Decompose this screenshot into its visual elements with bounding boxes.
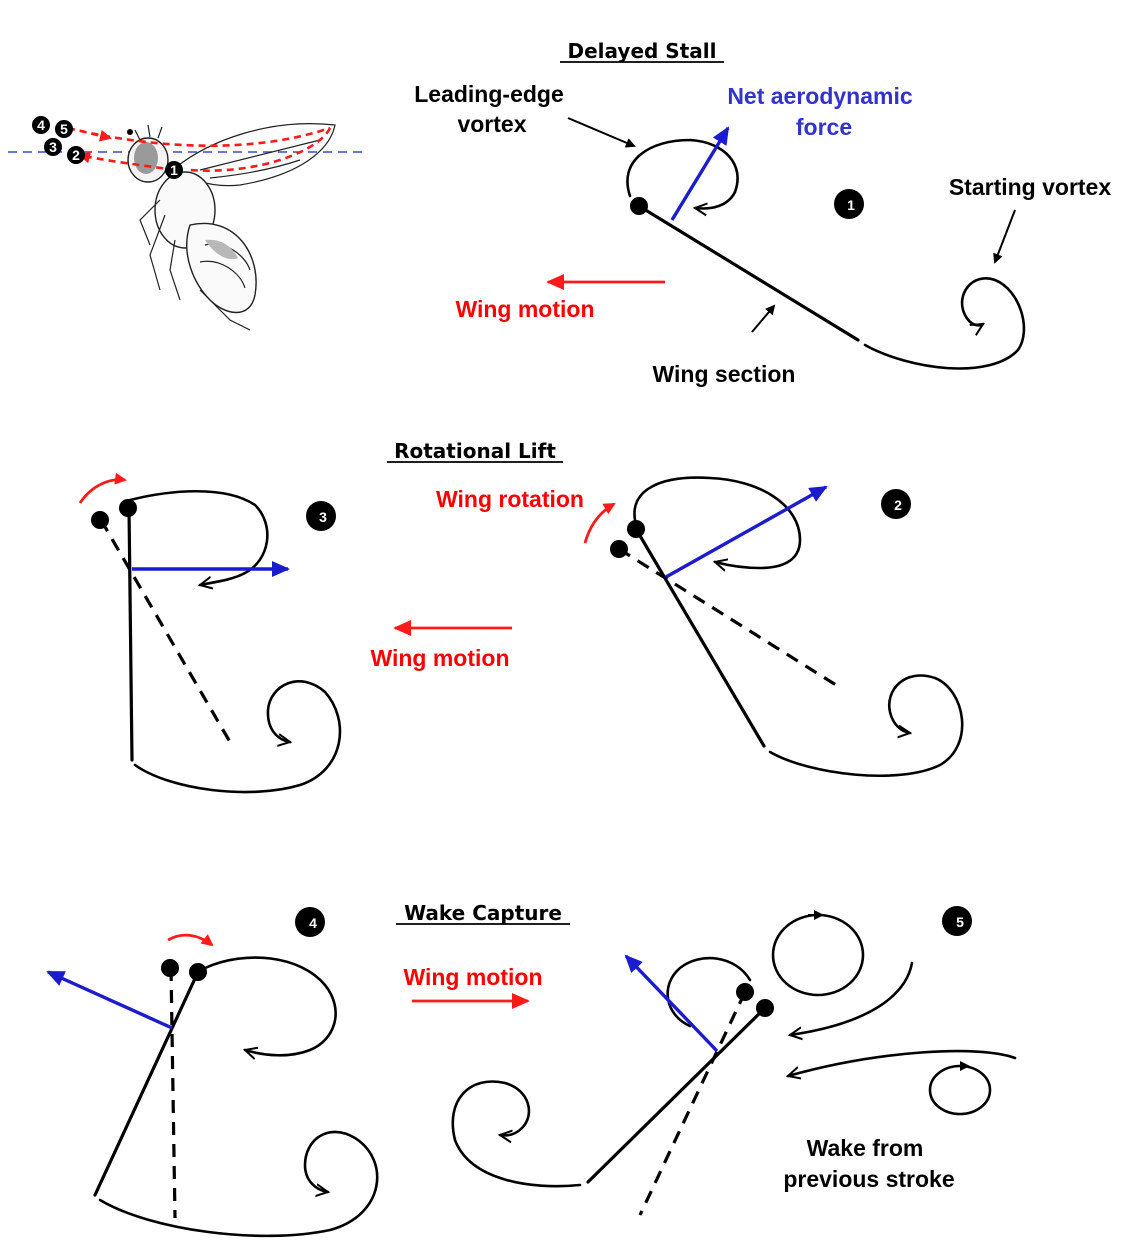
svg-text:3: 3 [49, 139, 57, 155]
svg-text:4: 4 [309, 915, 317, 931]
wing-section-2 [636, 529, 764, 746]
svg-text:1: 1 [170, 162, 178, 178]
wake-flow-upper [790, 963, 912, 1035]
leading-edge-vortex-loop [627, 140, 737, 208]
fly-badge-4: 4 [32, 116, 50, 134]
wake-vortex-lower [930, 1066, 990, 1114]
vortex-5-left [453, 1082, 580, 1187]
svg-text:1: 1 [847, 197, 855, 213]
starting-vortex-3 [135, 681, 340, 792]
badge-1: 1 [834, 189, 864, 219]
label-wing-section: Wing section [653, 361, 796, 387]
label-wake-1: Wake from [807, 1135, 924, 1161]
svg-text:5: 5 [60, 121, 68, 137]
fly-abdomen [187, 223, 256, 312]
badge-2: 2 [881, 489, 911, 519]
force-arrow-4 [48, 972, 172, 1028]
force-arrow-5 [626, 956, 717, 1051]
prior-wing-position-4 [171, 968, 175, 1218]
panel-wake-capture: Wake Capture 4 Wing motion 5 Wake from p… [48, 901, 1015, 1236]
starting-vortex-4 [100, 1132, 377, 1236]
rotation-arrow-3 [80, 480, 125, 503]
label-wing-rotation: Wing rotation [436, 486, 584, 512]
svg-text:2: 2 [894, 497, 902, 513]
badge-5: 5 [942, 906, 972, 936]
svg-text:2: 2 [72, 147, 80, 163]
label-net-force-1: Net aerodynamic [727, 83, 913, 109]
label-wing-motion-3: Wing motion [403, 964, 542, 990]
wing-section-5 [588, 1008, 765, 1182]
label-net-force-2: force [796, 114, 852, 140]
label-wake-2: previous stroke [783, 1166, 954, 1192]
fly-badge-3: 3 [44, 138, 62, 156]
starting-vortex-spiral [865, 278, 1024, 368]
prior-wing-position-2 [619, 549, 836, 685]
label-wing-motion-1: Wing motion [455, 296, 594, 322]
svg-text:5: 5 [956, 914, 964, 930]
panel-rotational-lift: Rotational Lift 3 Wing motion Wing rotat… [80, 439, 962, 792]
badge-3: 3 [306, 501, 336, 531]
wing-section-line [639, 206, 858, 340]
title-wake-capture: Wake Capture [404, 901, 562, 925]
leading-edge-dot [630, 197, 648, 215]
wing-section-4 [95, 972, 198, 1195]
leading-edge-vortex-3 [130, 491, 267, 585]
fly-badge-5: 5 [55, 120, 73, 138]
fly-badge-1: 1 [165, 161, 183, 179]
label-starting-vortex: Starting vortex [949, 174, 1112, 200]
rotation-arrow-4 [168, 935, 212, 945]
force-arrow-2 [666, 487, 826, 577]
label-leading-edge-vortex-1: Leading-edge [414, 81, 564, 107]
label-wing-motion-2: Wing motion [370, 645, 509, 671]
fly-eye [134, 142, 158, 174]
rotation-arrow-2 [585, 504, 614, 543]
svg-text:3: 3 [319, 509, 327, 525]
title-delayed-stall: Delayed Stall [568, 39, 717, 63]
badge-4: 4 [295, 907, 325, 937]
leading-edge-vortex-2 [634, 478, 800, 568]
label-leading-edge-vortex-2: vortex [457, 111, 526, 137]
wing-section-3 [129, 508, 132, 760]
leading-edge-vortex-4 [205, 958, 336, 1056]
fly-illustration: 4 5 3 2 1 [8, 116, 368, 330]
svg-text:4: 4 [37, 117, 45, 133]
prior-wing-position-3 [101, 520, 230, 742]
panel-delayed-stall: Delayed Stall Leading-edge vortex Net ae… [414, 39, 1111, 387]
starting-vortex-2 [770, 676, 962, 776]
title-rotational-lift: Rotational Lift [394, 439, 556, 463]
fly-badge-2: 2 [67, 146, 85, 164]
wake-vortex-upper [773, 915, 863, 995]
